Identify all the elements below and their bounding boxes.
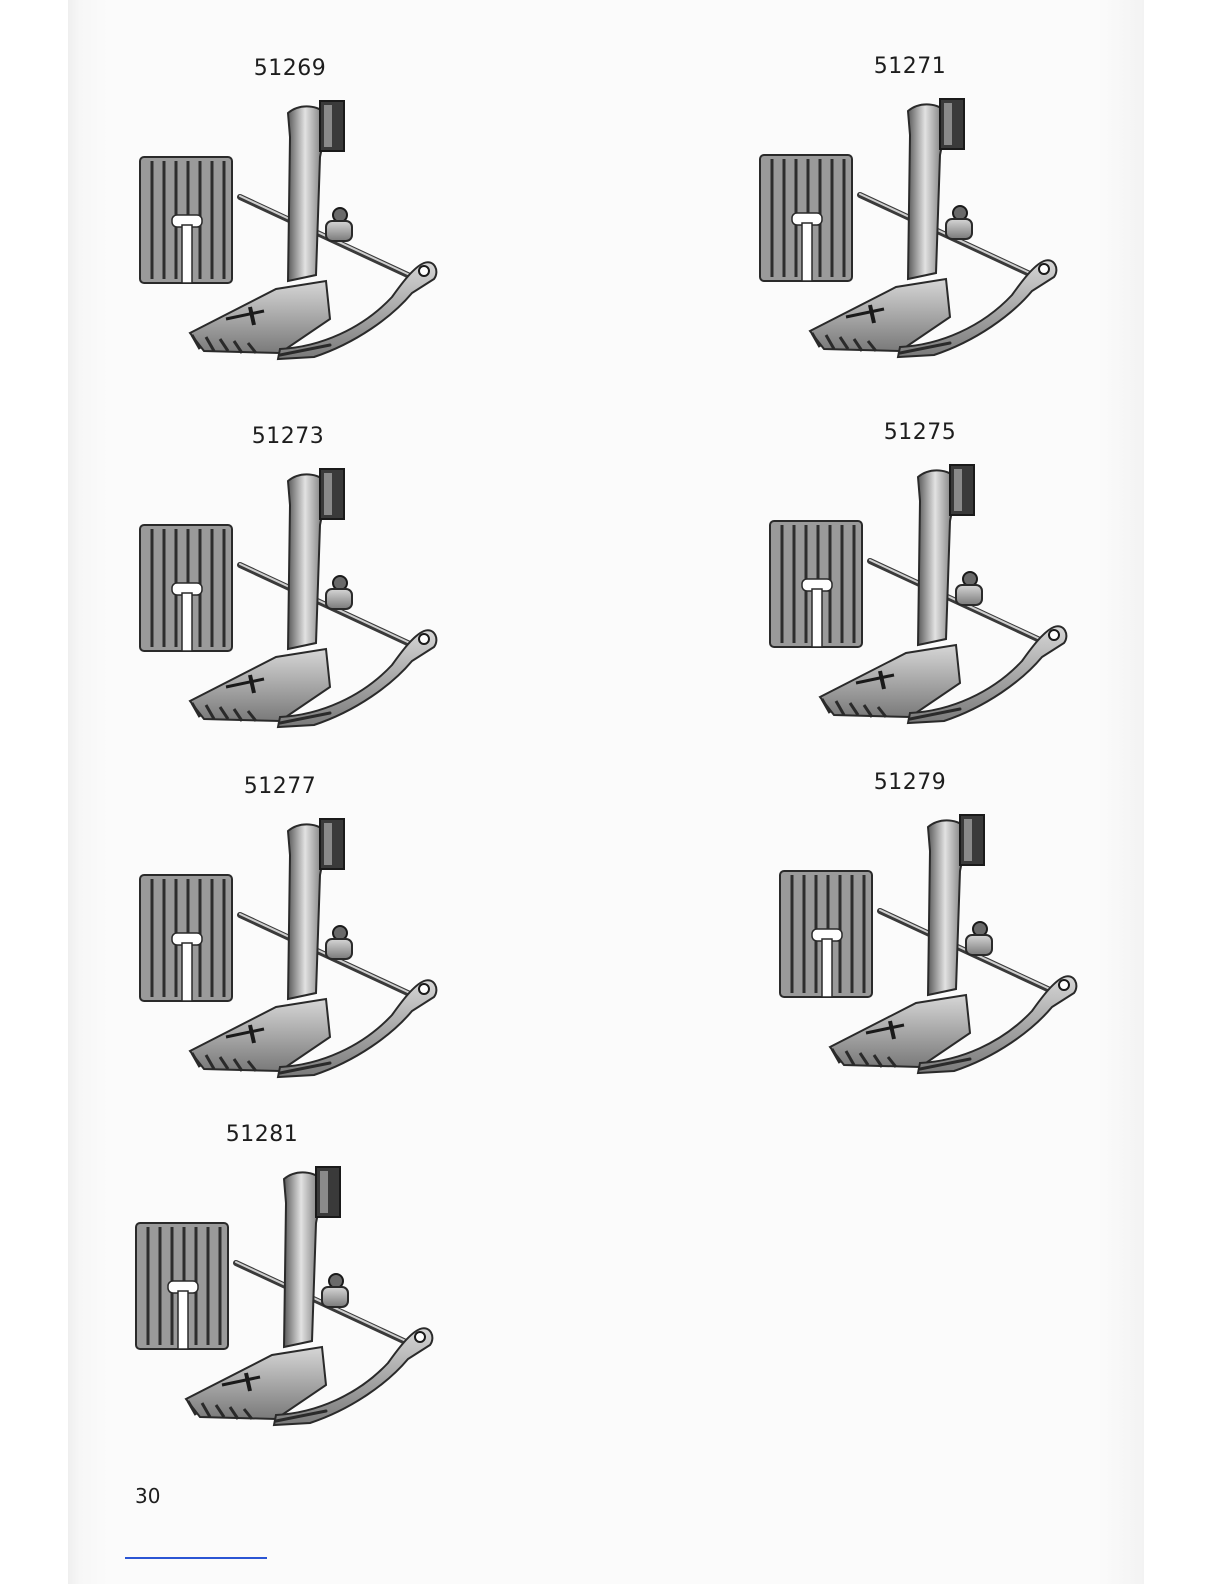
foot-item-51275: 51275 [760,420,1080,750]
foot-item-51269: 51269 [130,56,450,386]
part-number: 51273 [168,424,408,449]
presser-foot-illustration [126,1148,446,1448]
foot-item-51281: 51281 [126,1122,446,1452]
foot-item-51279: 51279 [770,770,1090,1100]
presser-foot-illustration [130,450,450,750]
presser-foot-illustration [130,800,450,1100]
presser-foot-illustration [770,796,1090,1096]
part-number: 51277 [160,774,400,799]
page-number: 30 [135,1484,160,1508]
presser-foot-illustration [130,82,450,382]
part-number: 51279 [790,770,1030,795]
presser-foot-illustration [760,446,1080,746]
part-number: 51281 [142,1122,382,1147]
foot-item-51277: 51277 [130,774,450,1104]
part-number: 51269 [170,56,410,81]
part-number: 51275 [800,420,1040,445]
hyperlink-underline[interactable] [125,1557,267,1559]
foot-item-51271: 51271 [750,54,1070,384]
part-number: 51271 [790,54,1030,79]
presser-foot-illustration [750,80,1070,380]
foot-item-51273: 51273 [130,424,450,754]
